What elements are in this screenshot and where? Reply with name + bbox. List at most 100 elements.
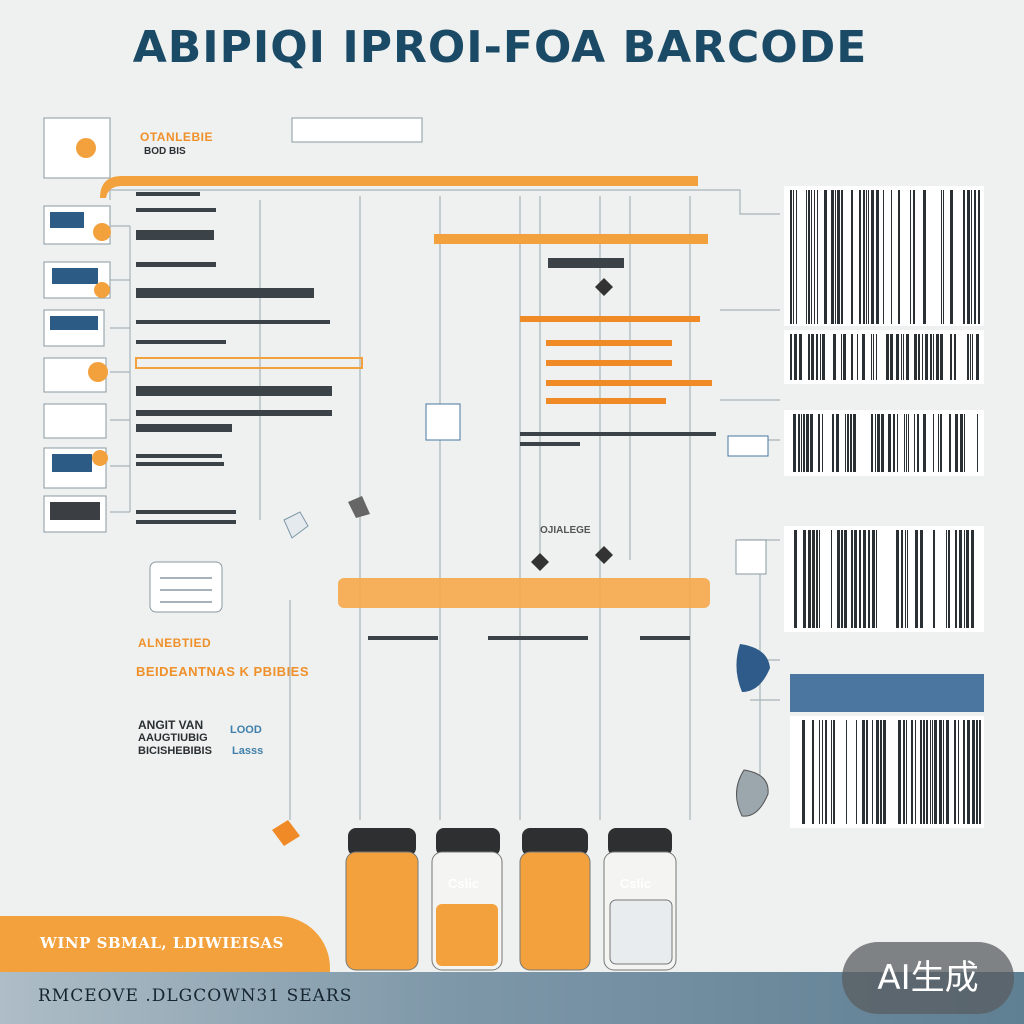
blue-shield-icon — [736, 644, 770, 692]
top-left-heading: OTANLEBIE — [140, 130, 213, 144]
barcode-stripe — [955, 414, 958, 472]
barcode-stripe — [920, 530, 923, 628]
barcode-stripe — [915, 720, 916, 824]
barcode-stripe — [883, 720, 886, 824]
barcode-stripe — [932, 720, 933, 824]
barcode-stripe — [949, 414, 951, 472]
orange-dot-icon — [76, 138, 96, 158]
barcode-stripe — [954, 720, 956, 824]
barcode-stripe — [971, 190, 972, 324]
text-line-placeholders — [136, 192, 716, 640]
barcode-stripe — [971, 530, 974, 628]
barcode-stripe — [933, 530, 935, 628]
footer-orange-label: WINP SBMAL, LDIWIEISAS — [40, 934, 285, 952]
barcode-stripe — [811, 334, 814, 380]
top-box — [291, 117, 423, 143]
orange-dot-icon — [93, 223, 111, 241]
barcode-stripe — [898, 720, 901, 824]
barcode-stripe — [819, 530, 820, 628]
barcode-stripe — [964, 530, 965, 628]
barcode-stripe — [854, 530, 857, 628]
barcode-stripe — [923, 414, 926, 472]
blue-chip — [425, 403, 461, 441]
barcode-stripe — [851, 334, 853, 380]
barcode-stripe — [822, 720, 823, 824]
barcode-stripe — [915, 530, 918, 628]
barcode-stripe — [812, 720, 814, 824]
barcode-stripe — [936, 334, 939, 380]
connector-lines — [109, 189, 780, 820]
barcode-stripe — [876, 190, 879, 324]
barcode-stripe — [803, 414, 805, 472]
barcode-stripe — [891, 190, 892, 324]
barcode-stripe — [925, 334, 928, 380]
barcode-stripe — [832, 414, 834, 472]
barcode-stripe — [872, 530, 875, 628]
barcode-stripe — [954, 334, 956, 380]
left-label-5: BICISHEBIBIS — [138, 745, 212, 757]
barcode-stripe — [906, 414, 907, 472]
barcode-stripe — [913, 190, 915, 324]
barcode-stripe — [946, 530, 947, 628]
barcodes — [784, 186, 984, 828]
barcode-stripe — [966, 530, 969, 628]
left-label-3: ANGIT VAN — [138, 718, 204, 732]
barcode-stripe — [845, 414, 846, 472]
barcode-stripe — [820, 334, 821, 380]
doc-box-icon — [735, 539, 767, 575]
barcode-stripe — [940, 414, 942, 472]
barcode-stripe — [857, 334, 858, 380]
orange-dot-icon — [92, 450, 108, 466]
barcode-stripe — [871, 190, 874, 324]
barcode-stripe — [917, 414, 919, 472]
left-label-1: ALNEBTIED — [138, 636, 212, 650]
barcode-stripe — [831, 720, 832, 824]
barcode-stripe — [914, 334, 917, 380]
barcode-stripe — [866, 190, 867, 324]
barcode-stripe — [851, 530, 853, 628]
jar-3 — [519, 828, 591, 971]
barcode-stripe — [883, 190, 884, 324]
barcode-stripe — [853, 414, 856, 472]
orange-bands — [100, 176, 712, 608]
pointer-icon — [348, 496, 370, 518]
left-card-column — [43, 117, 111, 533]
barcode-stripe — [871, 334, 872, 380]
barcode-stripe — [979, 720, 981, 824]
mid-label: OJIALEGE — [540, 525, 591, 536]
barcode-stripe — [841, 530, 843, 628]
barcode-stripe — [790, 334, 792, 380]
barcode-2 — [784, 330, 984, 384]
envelope-icon — [283, 511, 309, 539]
barcode-stripe — [960, 414, 963, 472]
barcode-4 — [784, 526, 984, 632]
barcode-stripe — [816, 530, 818, 628]
barcode-stripe — [888, 414, 891, 472]
gray-shield-icon — [736, 769, 769, 817]
barcode-stripe — [822, 334, 825, 380]
barcode-stripe — [796, 190, 797, 324]
barcode-stripe — [868, 190, 869, 324]
barcode-stripe — [819, 720, 820, 824]
barcode-stripe — [943, 190, 944, 324]
barcode-stripe — [841, 334, 842, 380]
barcode-stripe — [906, 334, 909, 380]
barcode-stripe — [872, 720, 873, 824]
barcode-stripe — [946, 720, 949, 824]
orange-bow-icon — [272, 820, 300, 846]
barcode-1 — [784, 186, 984, 326]
barcode-stripe — [905, 530, 906, 628]
barcode-stripe — [863, 190, 865, 324]
card — [43, 403, 107, 439]
barcode-stripe — [963, 190, 965, 324]
barcode-stripe — [876, 334, 877, 380]
server-rack-icon — [149, 561, 223, 613]
barcode-stripe — [911, 720, 913, 824]
barcode-stripe — [833, 334, 836, 380]
orange-dot-icon — [88, 362, 108, 382]
barcode-stripe — [793, 190, 794, 324]
barcode-stripe — [844, 530, 847, 628]
barcode-stripe — [794, 530, 797, 628]
jars — [345, 828, 677, 971]
barcode-stripe — [862, 334, 865, 380]
